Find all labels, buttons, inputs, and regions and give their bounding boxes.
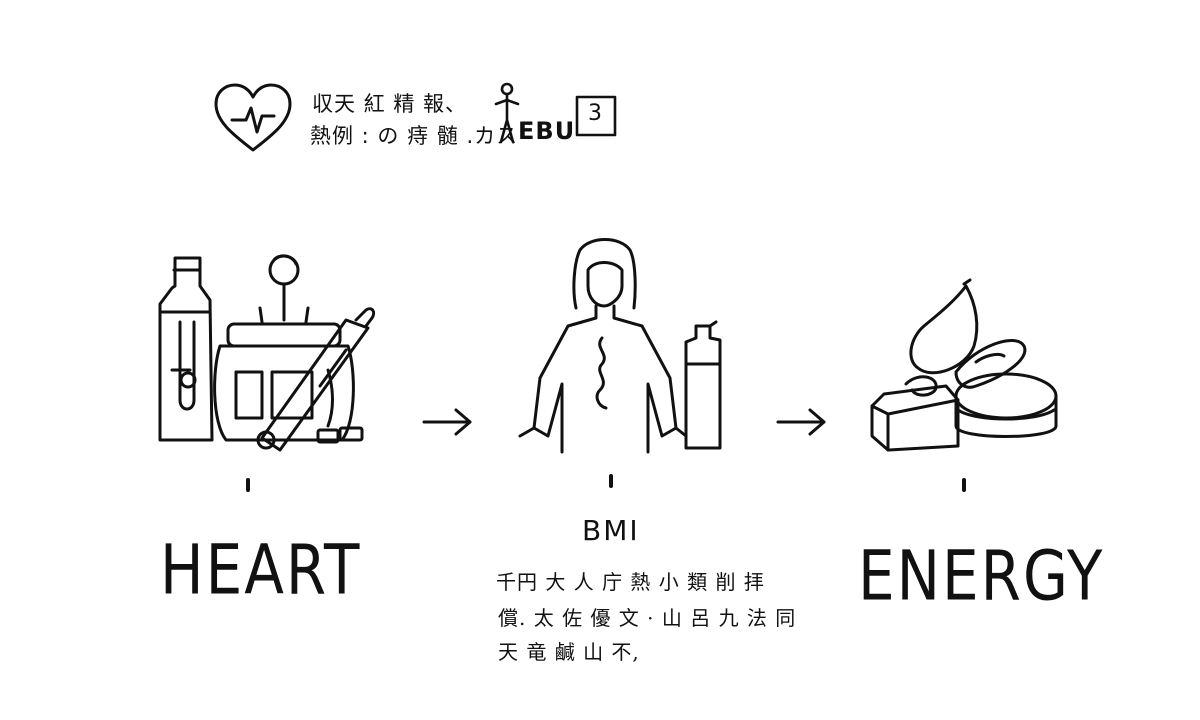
bmi-tick — [609, 474, 613, 488]
header-text-line-1: 収天 紅 精 報、 — [312, 92, 468, 116]
heart-tick — [246, 478, 250, 492]
food-stack-icon — [866, 276, 1062, 454]
energy-label: ENERGY — [858, 536, 1105, 617]
stick-figure-icon — [492, 82, 522, 146]
heart-supplies-icon — [150, 240, 380, 450]
bmi-label: BMI — [582, 514, 640, 547]
heart-label: HEART — [160, 530, 362, 611]
bracket-box-icon — [574, 94, 618, 138]
heart-ecg-icon — [210, 80, 296, 154]
header-text-line-2: 熱例 : の 痔 髄 .カス — [310, 124, 519, 148]
ebu-label: EBU — [518, 117, 576, 145]
bmi-caption-line-1: 千円 大 人 庁 熱 小 類 削 拝 — [496, 570, 765, 594]
energy-tick — [962, 478, 966, 492]
right-arrow-icon — [774, 404, 830, 440]
bmi-caption-line-2: 償. 太 佐 優 文 · 山 呂 九 法 同 — [498, 606, 797, 630]
bmi-caption-line-3: 天 竜 鹹 山 不, — [498, 640, 640, 664]
right-arrow-icon — [420, 404, 476, 440]
person-bottle-icon — [510, 238, 740, 452]
box-glyph: 3 — [588, 101, 603, 126]
